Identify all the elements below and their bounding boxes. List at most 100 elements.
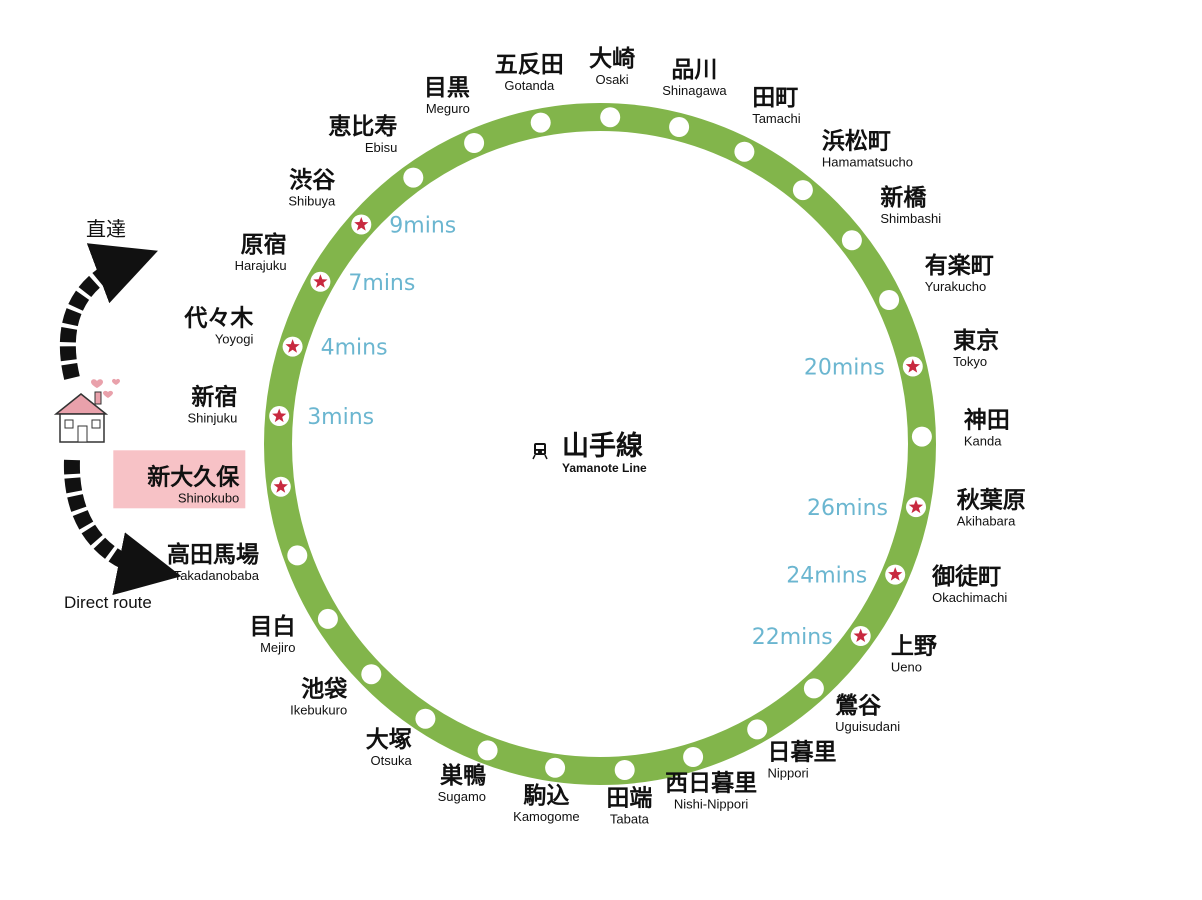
station-dot[interactable] [317,608,338,629]
station-shimbashi[interactable] [841,230,862,251]
station-name-jp: 田端 [606,785,652,811]
station-yoyogi[interactable] [282,336,303,357]
star-icon [908,499,924,514]
station-tabata[interactable] [614,760,635,780]
station-okachimachi[interactable] [885,564,906,585]
station-dot[interactable] [734,141,755,162]
station-dot[interactable] [683,747,704,767]
star-icon [888,567,903,581]
station-kanda[interactable] [911,426,932,447]
star-icon [273,479,288,493]
station-dot[interactable] [841,230,862,251]
station-akihabara[interactable] [906,497,926,518]
station-name-jp: 上野 [891,633,937,659]
station-otsuka[interactable] [415,708,436,729]
star-icon [354,217,369,231]
station-sugamo[interactable] [477,740,498,761]
station-name-jp: 大塚 [366,727,412,753]
station-name-en: Shimbashi [880,211,941,226]
station-dot[interactable] [879,290,900,310]
station-ikebukuro[interactable] [361,664,382,685]
station-mejiro[interactable] [317,608,338,629]
station-gotanda[interactable] [530,112,551,133]
house-icon [53,391,109,443]
station-name-en: Hamamatsucho [822,154,913,169]
station-name-en: Tamachi [752,111,801,126]
station-name-jp: 秋葉原 [957,487,1026,513]
station-dot[interactable] [911,426,932,447]
station-tamachi[interactable] [734,141,755,162]
station-nippori[interactable] [747,719,768,740]
star-icon [853,628,868,642]
station-name-jp: 品川 [671,57,717,83]
station-name-en: Harajuku [235,258,287,273]
station-name-jp: 高田馬場 [167,541,259,568]
travel-time-label: 7mins [348,271,415,296]
station-yurakucho[interactable] [879,290,900,310]
station-dot[interactable] [614,760,635,780]
station-name-en: Kamogome [513,809,579,824]
station-dot[interactable] [545,757,566,778]
station-name-en: Kanda [964,434,1002,449]
station-name-jp: 東京 [953,327,999,354]
station-ueno[interactable] [850,626,871,646]
line-name-jp: 山手線 [562,430,643,462]
station-name-jp: 新大久保 [147,463,240,490]
station-name-jp: 大崎 [589,46,635,72]
train-icon [532,443,548,460]
station-nishi-nippori[interactable] [683,747,704,767]
station-meguro[interactable] [464,133,485,153]
station-dot[interactable] [477,740,498,761]
station-shinagawa[interactable] [669,117,690,137]
station-tokyo[interactable] [902,356,923,377]
station-dot[interactable] [361,664,382,685]
station-name-jp: 御徒町 [931,563,1001,590]
station-dot[interactable] [530,112,551,133]
station-name-en: Ueno [891,659,922,674]
station-dot[interactable] [792,180,813,201]
station-name-jp: 目白 [250,613,296,640]
station-takadanobaba[interactable] [287,545,308,566]
station-dot[interactable] [600,107,621,128]
station-dot[interactable] [747,719,768,740]
station-name-en: Shinokubo [178,490,239,505]
travel-time-label: 26mins [807,496,888,521]
station-uguisudani[interactable] [803,678,824,699]
station-dot[interactable] [669,117,690,137]
station-name-en: Akihabara [957,513,1016,528]
station-name-en: Shibuya [288,193,336,208]
station-shibuya[interactable] [351,214,372,235]
highlight-box [113,450,246,509]
station-hamamatsucho[interactable] [792,180,813,201]
station-harajuku[interactable] [310,271,331,292]
station-shinjuku[interactable] [269,406,290,426]
travel-time-label: 22mins [752,625,833,650]
station-name-jp: 新橋 [880,184,927,211]
station-ebisu[interactable] [403,167,424,188]
station-name-jp: 渋谷 [289,167,336,193]
station-osaki[interactable] [600,107,621,128]
station-dot[interactable] [464,133,485,153]
station-name-en: Takadanobaba [174,568,260,583]
station-dot[interactable] [287,545,308,566]
station-name-en: Shinjuku [188,410,238,425]
station-kamagome[interactable] [545,757,566,778]
station-name-en: Ikebukuro [290,703,347,718]
station-dot[interactable] [803,678,824,699]
travel-time-label: 24mins [786,564,867,589]
station-shinokubo[interactable] [270,476,291,497]
star-icon [272,408,287,423]
station-dot[interactable] [403,167,424,188]
center-title: 山手線 Yamanote Line [532,430,647,475]
station-dot[interactable] [415,708,436,729]
